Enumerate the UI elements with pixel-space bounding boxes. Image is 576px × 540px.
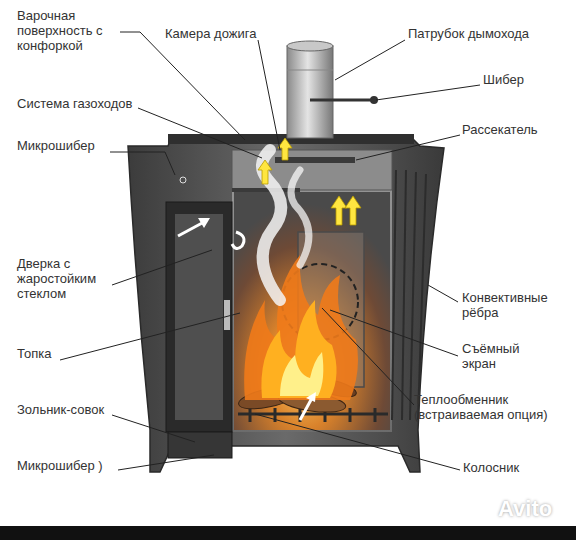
part-label: Камера дожига <box>165 26 275 41</box>
watermark: Avito <box>498 497 574 521</box>
part-label: Съёмный экран <box>462 341 552 371</box>
part-label: Топка <box>17 346 77 361</box>
part-label: Варочная поверхность с конфоркой <box>17 8 137 53</box>
part-label: Зольник-совок <box>17 402 127 417</box>
part-label: Колосник <box>463 460 563 475</box>
part-label: Дверка с жаростойким стеклом <box>17 256 115 301</box>
part-label: Патрубок дымохода <box>408 26 558 41</box>
part-label: Система газоходов <box>17 96 157 111</box>
part-label: Микрошибер <box>17 138 117 153</box>
part-label: Шибер <box>483 72 553 87</box>
part-label: Рассекатель <box>462 122 562 137</box>
part-label: Конвективные рёбра <box>462 290 567 320</box>
part-label: Микрошибер ) <box>17 458 127 473</box>
part-label: Теплообменник (встраиваемая опция) <box>414 392 564 422</box>
